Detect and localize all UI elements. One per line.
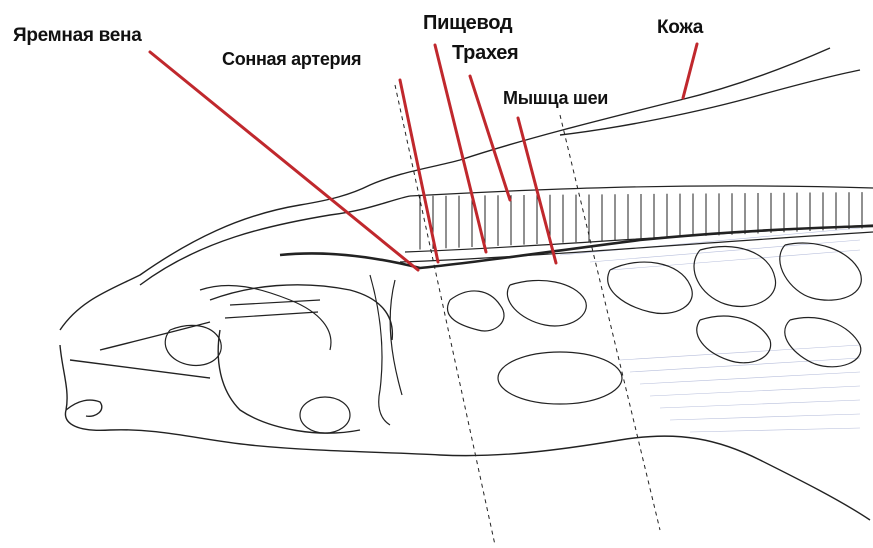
internal-organs: [165, 186, 873, 433]
muscle-shading: [560, 228, 860, 432]
skin-outline: [60, 48, 860, 330]
pointer-skin: [683, 44, 697, 98]
label-esophagus: Пищевод: [423, 13, 512, 33]
label-trachea: Трахея: [452, 43, 518, 63]
pointer-carotid-artery: [400, 80, 438, 262]
label-skin: Кожа: [657, 18, 703, 37]
head-outline: [60, 285, 870, 520]
label-neck-muscle: Мышца шеи: [503, 89, 608, 107]
pointer-jugular-vein: [150, 52, 418, 270]
label-carotid-artery: Сонная артерия: [222, 50, 361, 68]
label-jugular-vein: Яремная вена: [13, 26, 141, 45]
pointer-esophagus: [435, 45, 486, 252]
